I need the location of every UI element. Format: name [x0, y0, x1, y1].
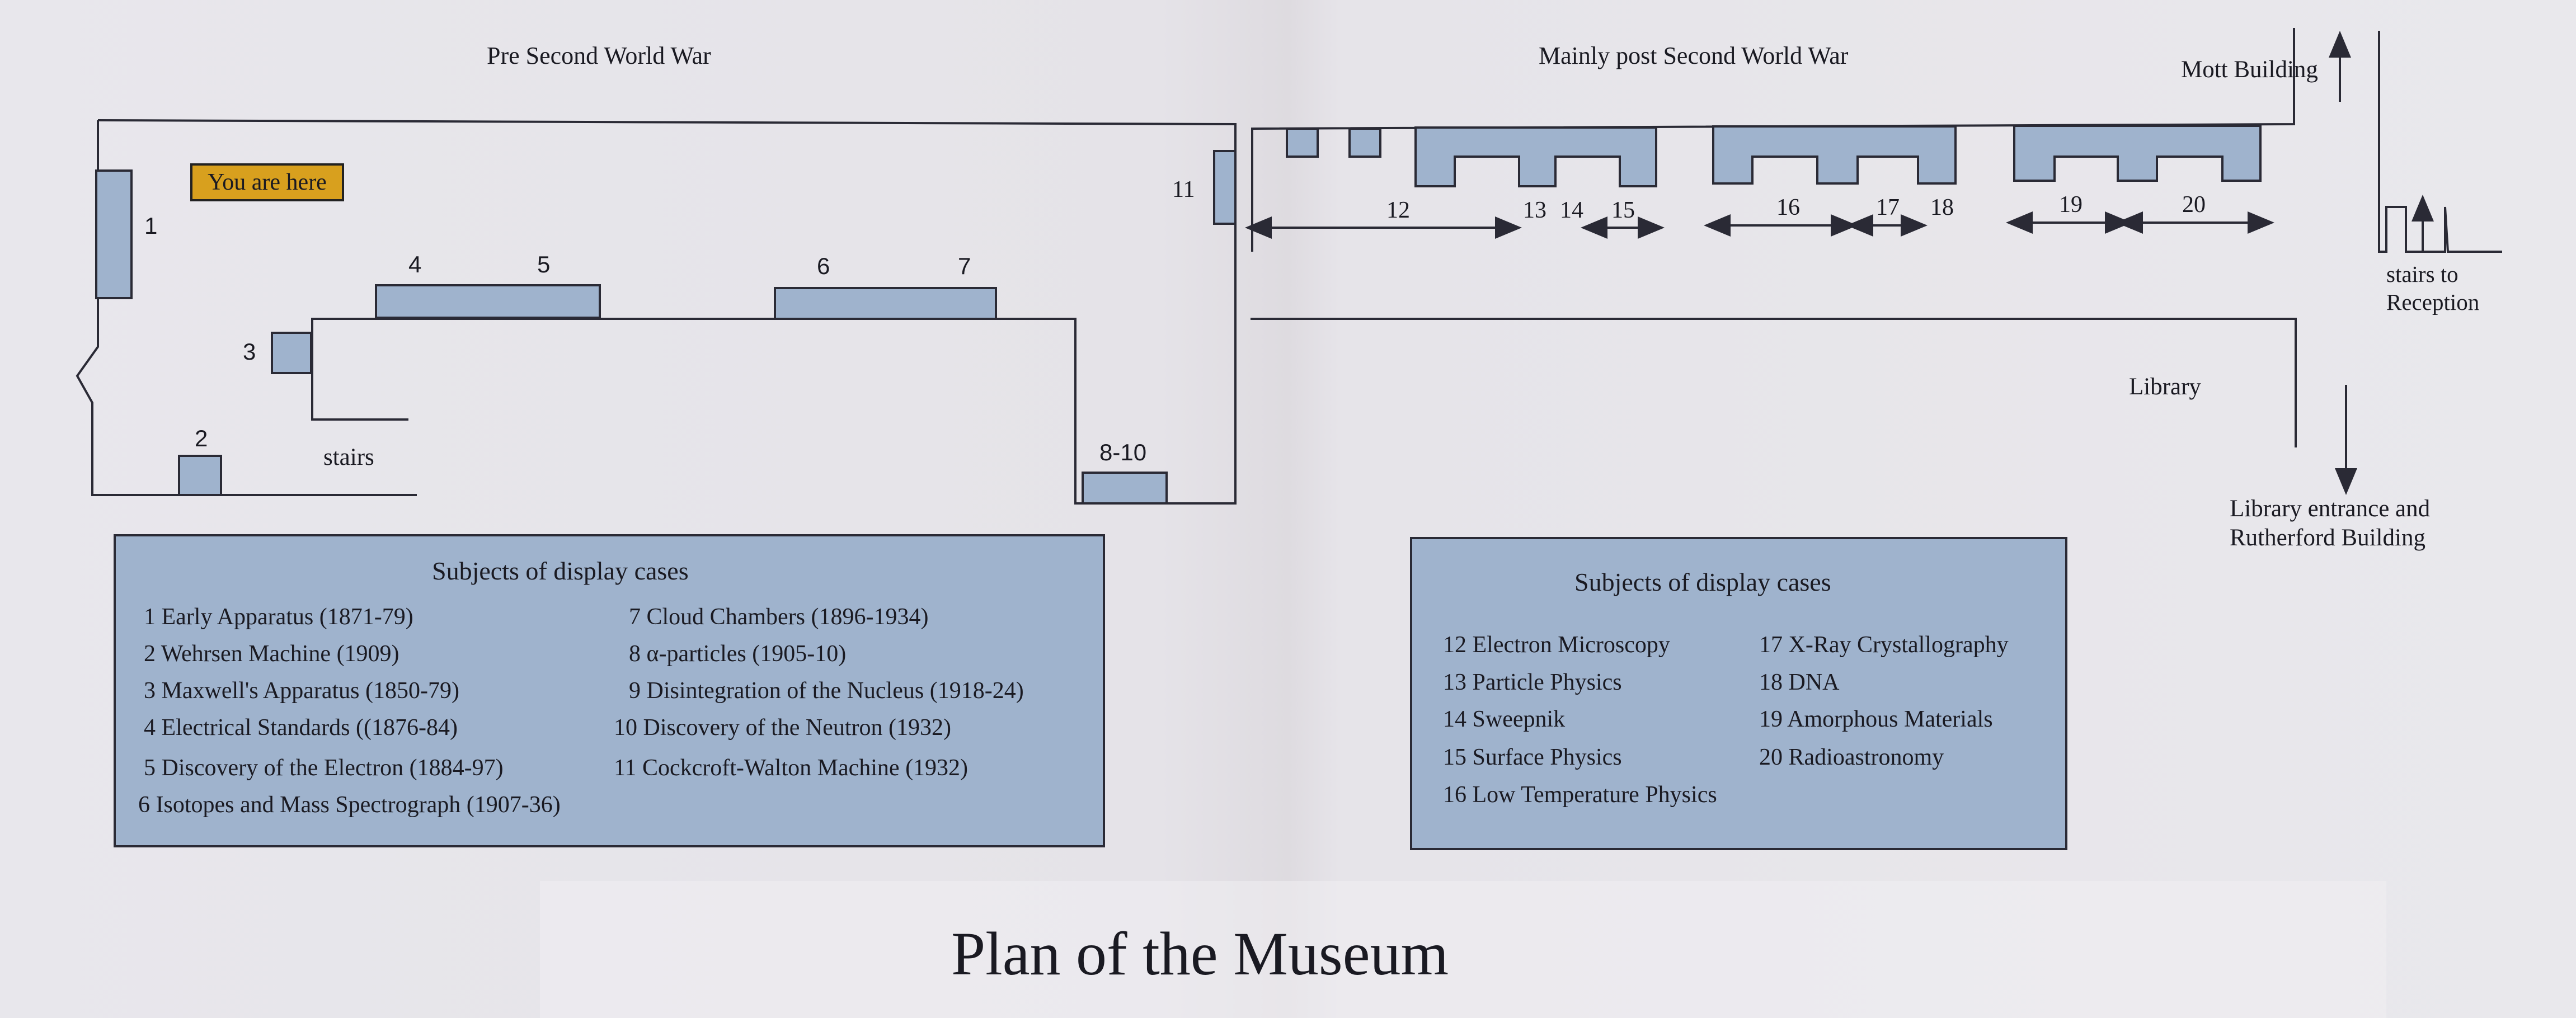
case-label-1: 1 — [144, 213, 158, 239]
case-label-5: 5 — [537, 251, 551, 277]
display-case-2 — [178, 455, 222, 496]
legend-item: 19 Amorphous Materials — [1759, 706, 1993, 732]
case-label-15: 15 — [1611, 197, 1635, 223]
legend-item: 11 Cockcroft-Walton Machine (1932) — [614, 755, 969, 781]
stairs-reception-label-1: stairs to — [2386, 261, 2459, 287]
legend-item: 16 Low Temperature Physics — [1443, 782, 1717, 808]
legend-item: 1 Early Apparatus (1871-79) — [144, 604, 413, 630]
library-entrance-label-1: Library entrance and — [2230, 496, 2431, 522]
legend-item: 20 Radioastronomy — [1759, 744, 1944, 770]
stairs-label: stairs — [323, 444, 374, 470]
case-label-11: 11 — [1172, 177, 1195, 202]
display-case-8-10 — [1082, 472, 1168, 505]
case-label-20: 20 — [2182, 192, 2206, 218]
display-case-1 — [95, 169, 133, 299]
mott-building-label: Mott Building — [2181, 56, 2318, 83]
pre-war-heading: Pre Second World War — [487, 42, 711, 69]
legend-left-title: Subjects of display cases — [432, 557, 689, 585]
legend-item: 15 Surface Physics — [1443, 744, 1622, 770]
post-war-heading: Mainly post Second World War — [1539, 42, 1849, 69]
legend-item: 2 Wehrsen Machine (1909) — [144, 641, 399, 667]
case-label-18: 18 — [1930, 195, 1954, 220]
library-label: Library — [2129, 374, 2201, 400]
legend-right-title: Subjects of display cases — [1574, 568, 1831, 596]
display-case-12-15 — [1414, 126, 1657, 187]
legend-item: 7 Cloud Chambers (1896-1934) — [629, 604, 929, 630]
case-label-3: 3 — [243, 338, 256, 365]
legend-item: 14 Sweepnik — [1443, 706, 1566, 732]
legend-left: Subjects of display cases 1 Early Appara… — [114, 534, 1105, 847]
legend-item: 18 DNA — [1759, 670, 1840, 695]
case-label-7: 7 — [958, 253, 971, 279]
left-wing-west-wall — [76, 120, 417, 496]
display-case-4-5 — [375, 284, 601, 319]
case-label-14: 14 — [1560, 197, 1583, 223]
right-wing-corridor-wall — [1251, 318, 2297, 447]
legend-item: 17 X-Ray Crystallography — [1759, 632, 2009, 658]
display-case-3 — [271, 332, 312, 374]
title-card — [540, 881, 2386, 1018]
stairs-reception-outline — [2378, 31, 2502, 253]
legend-item: 6 Isotopes and Mass Spectrograph (1907-3… — [138, 792, 561, 818]
case-label-12: 12 — [1386, 197, 1410, 223]
case-label-4: 4 — [408, 251, 422, 277]
you-are-here-marker: You are here — [190, 163, 344, 201]
legend-item: 10 Discovery of the Neutron (1932) — [614, 715, 952, 741]
case-label-19: 19 — [2059, 192, 2083, 218]
legend-item: 8 α-particles (1905-10) — [629, 641, 847, 667]
case-label-17: 17 — [1876, 195, 1900, 220]
case-label-8-10: 8-10 — [1099, 439, 1147, 465]
display-case-11 — [1213, 150, 1237, 225]
legend-item: 5 Discovery of the Electron (1884-97) — [144, 755, 504, 781]
legend-item: 9 Disintegration of the Nucleus (1918-24… — [629, 678, 1024, 704]
library-entrance-label-2: Rutherford Building — [2230, 525, 2425, 551]
display-case-small-a — [1286, 128, 1319, 158]
display-case-small-b — [1348, 128, 1381, 158]
case-label-2: 2 — [195, 425, 208, 451]
stairs-reception-label-2: Reception — [2386, 289, 2480, 315]
legend-item: 13 Particle Physics — [1443, 670, 1622, 695]
display-case-16-18 — [1712, 125, 1957, 185]
legend-item: 3 Maxwell's Apparatus (1850-79) — [144, 678, 459, 704]
legend-right: Subjects of display cases 12 Electron Mi… — [1410, 537, 2067, 850]
page-title: Plan of the Museum — [951, 920, 1449, 988]
case-label-16: 16 — [1776, 195, 1800, 220]
display-case-6-7 — [774, 287, 997, 320]
legend-item: 4 Electrical Standards ((1876-84) — [144, 715, 458, 741]
case-label-13: 13 — [1523, 197, 1546, 223]
display-case-19-20 — [2013, 125, 2262, 182]
legend-item: 12 Electron Microscopy — [1443, 632, 1670, 658]
case-label-6: 6 — [817, 253, 830, 279]
